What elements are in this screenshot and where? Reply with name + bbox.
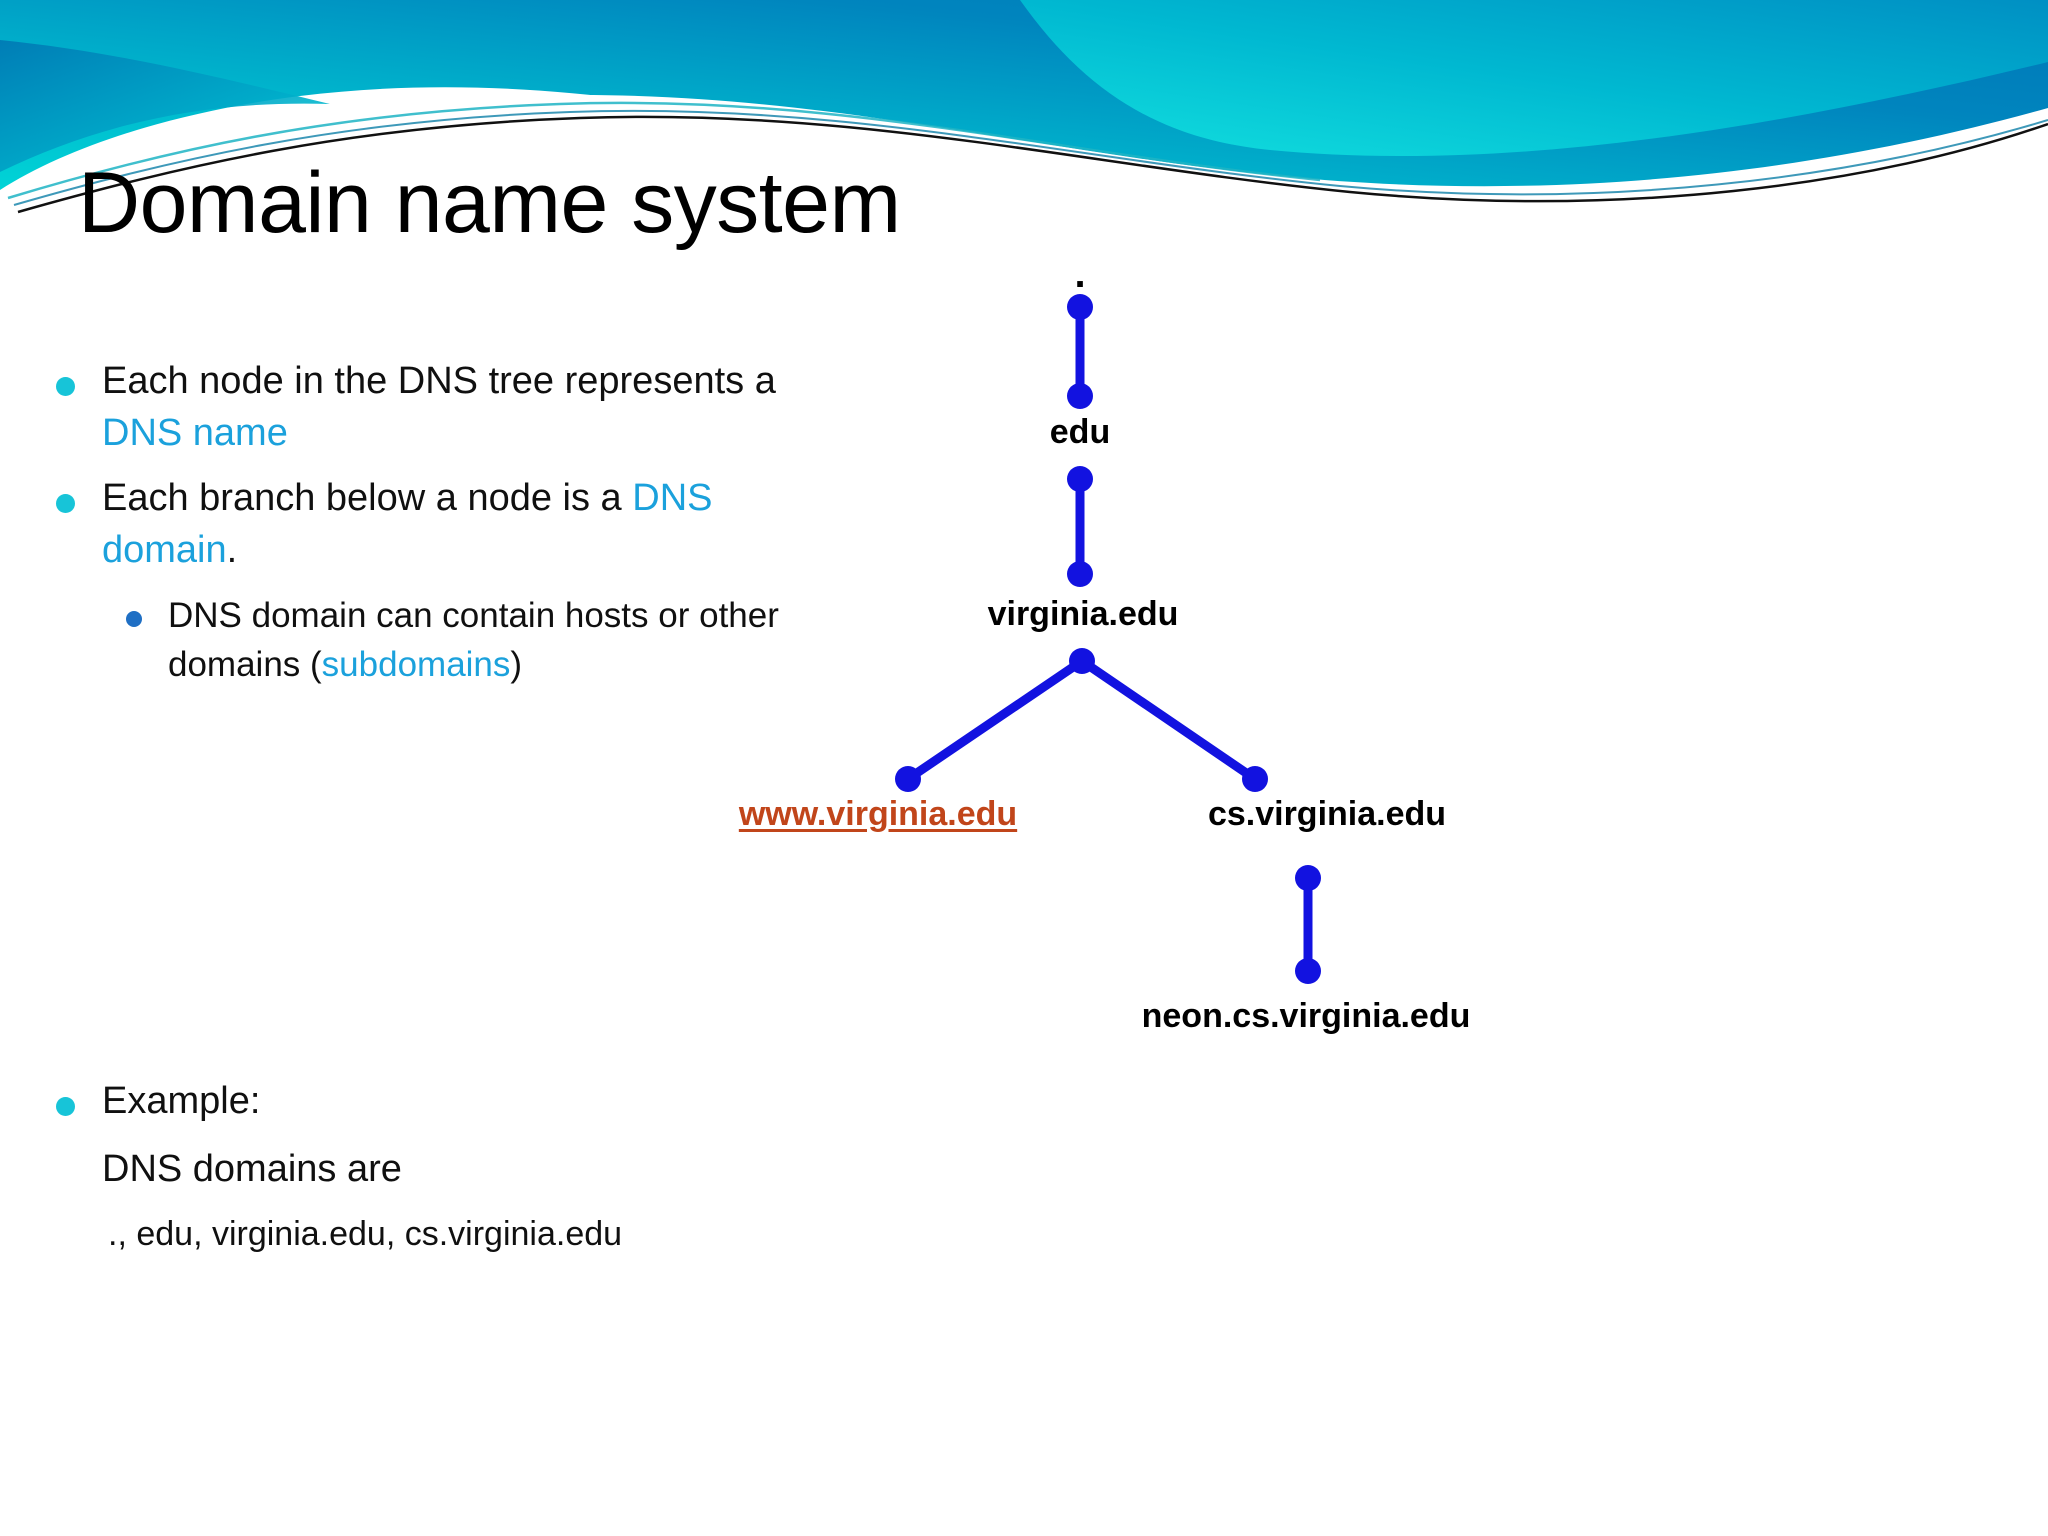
sub-segment-plain: DNS domain can contain hosts or other do…	[168, 595, 779, 685]
sub-segment-accent: subdomains	[321, 645, 511, 685]
bullet-segment-period: .	[226, 529, 238, 572]
dns-tree-graphic	[895, 294, 1321, 984]
bullet-item-node: Each node in the DNS tree represents a D…	[50, 355, 830, 460]
bullet-marker-icon	[56, 377, 75, 396]
bullet-text-node: Each node in the DNS tree represents a D…	[102, 355, 830, 460]
sub-bullet-item-hosts: DNS domain can contain hosts or other do…	[50, 591, 830, 690]
tree-label-neon: neon.cs.virginia.edu	[1141, 997, 1471, 1035]
example-heading: Example:	[102, 1080, 261, 1122]
tree-label-virginia: virginia.edu	[987, 595, 1179, 633]
tree-node-edu	[1067, 466, 1093, 492]
dns-tree-diagram: . edu virginia.edu www.virginia.edu cs.virgi…	[739, 230, 2040, 1090]
sub-bullet-text-hosts: DNS domain can contain hosts or other do…	[168, 591, 830, 690]
bullet-segment-accent: DNS name	[102, 412, 288, 455]
bullet-marker-icon	[56, 1097, 75, 1116]
sub-bullet-marker-icon	[126, 610, 142, 627]
tree-node-virginia-top	[1067, 561, 1093, 587]
example-line-domains-are: DNS domains are	[102, 1148, 402, 1190]
bullet-marker-icon	[56, 493, 75, 513]
tree-node-www	[895, 766, 921, 792]
bullet-segment-plain: Each node in the DNS tree represents a	[102, 360, 776, 402]
tree-node-virginia	[1069, 648, 1095, 674]
bullet-item-branch: Each branch below a node is a DNS domain…	[50, 472, 830, 577]
body-content: Each node in the DNS tree represents a D…	[50, 355, 830, 690]
bullet-segment-accent: DNS domain	[102, 476, 713, 572]
tree-label-root: .	[1074, 252, 1086, 296]
tree-label-www[interactable]: www.virginia.edu	[738, 795, 1018, 833]
tree-node-neon-top	[1295, 865, 1321, 891]
tree-label-edu: edu	[1049, 413, 1111, 451]
sub-segment-close-paren: )	[510, 645, 523, 685]
example-line-domain-list: ., edu, virginia.edu, cs.virginia.edu	[108, 1215, 623, 1253]
tree-node-cs	[1242, 766, 1268, 792]
tree-label-cs: cs.virginia.edu	[1207, 795, 1447, 833]
tree-edge-virginia-to-cs	[1077, 656, 1260, 784]
tree-node-edu-top	[1067, 383, 1093, 409]
tree-edge-virginia-to-www	[903, 656, 1087, 784]
tree-node-root	[1067, 294, 1093, 320]
bullet-text-branch: Each branch below a node is a DNS domain…	[102, 472, 830, 577]
bullet-segment-plain: Each branch below a node is a	[102, 476, 633, 519]
tree-node-neon	[1295, 958, 1321, 984]
page-title: Domain name system	[78, 155, 901, 251]
